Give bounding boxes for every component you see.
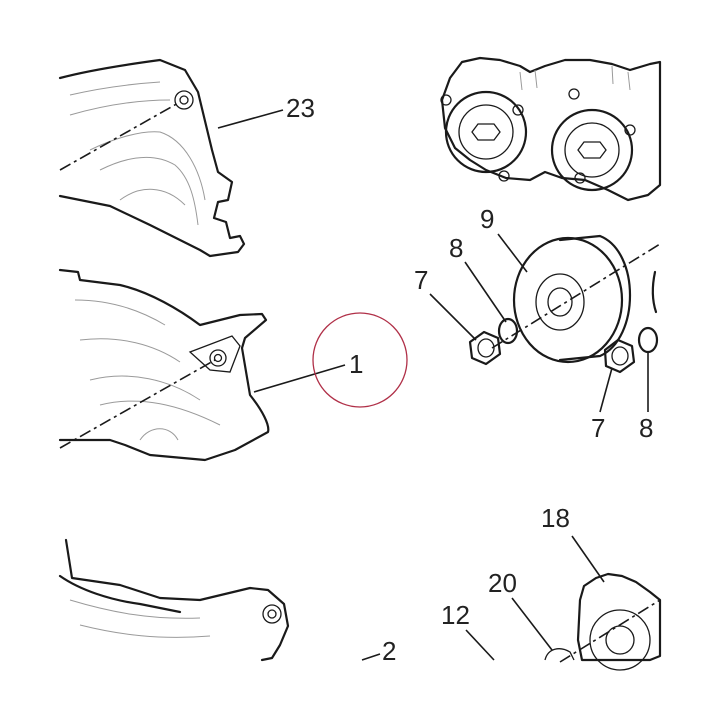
callout-23: 23 xyxy=(286,93,315,123)
callout-18: 18 xyxy=(541,503,570,533)
upper-timing-cover xyxy=(58,58,246,258)
callout-2: 2 xyxy=(382,636,396,666)
leader-lines xyxy=(217,109,649,661)
idler-pulley-assembly xyxy=(468,234,661,374)
callout-9: 9 xyxy=(480,204,494,234)
callout-7: 7 xyxy=(591,413,605,443)
highlight-circle xyxy=(312,312,408,408)
crankshaft-sprocket xyxy=(544,572,662,671)
lower-timing-cover xyxy=(58,538,290,662)
callout-12: 12 xyxy=(441,600,470,630)
middle-timing-cover xyxy=(58,268,270,462)
callout-1: 1 xyxy=(349,349,363,379)
callout-20: 20 xyxy=(488,568,517,598)
callout-8: 8 xyxy=(449,233,463,263)
callout-8: 8 xyxy=(639,413,653,443)
camshaft-sprockets xyxy=(440,56,662,202)
callout-7: 7 xyxy=(414,265,428,295)
